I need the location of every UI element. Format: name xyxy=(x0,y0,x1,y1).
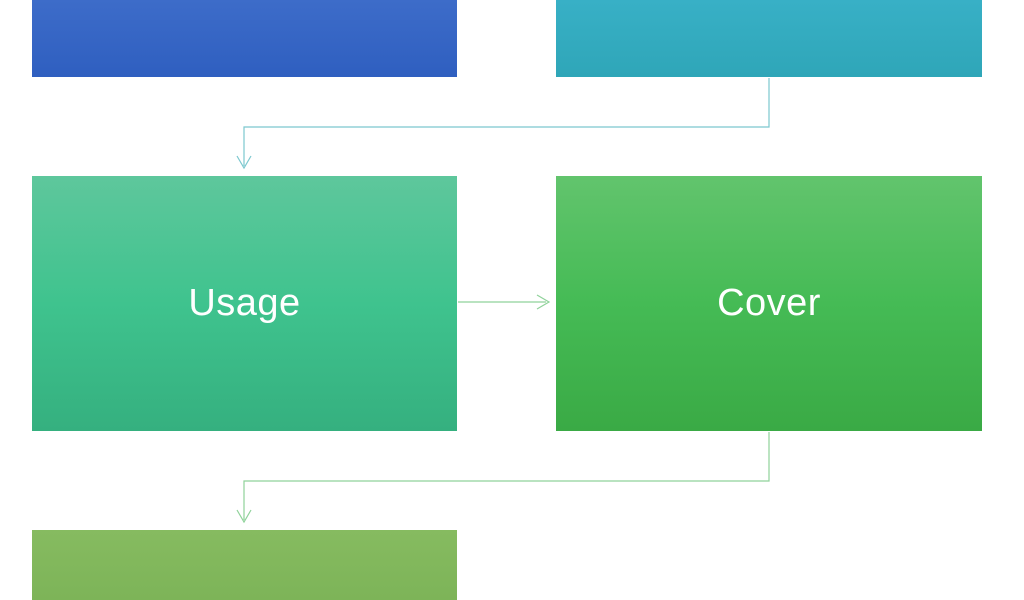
arrowhead-into-bottom-left-icon xyxy=(236,509,252,524)
process-box-usage: Usage xyxy=(32,176,457,431)
connector-cover-to-bottom-left xyxy=(243,432,770,520)
process-box-top-right xyxy=(556,0,982,77)
cover-label: Cover xyxy=(717,282,821,324)
usage-label: Usage xyxy=(188,282,301,324)
connector-top-right-to-usage xyxy=(243,78,770,166)
process-box-bottom-left xyxy=(32,530,457,600)
arrowhead-into-cover-icon xyxy=(536,294,551,310)
process-box-cover: Cover xyxy=(556,176,982,431)
arrowhead-into-usage-icon xyxy=(236,155,252,170)
process-box-top-left xyxy=(32,0,457,77)
